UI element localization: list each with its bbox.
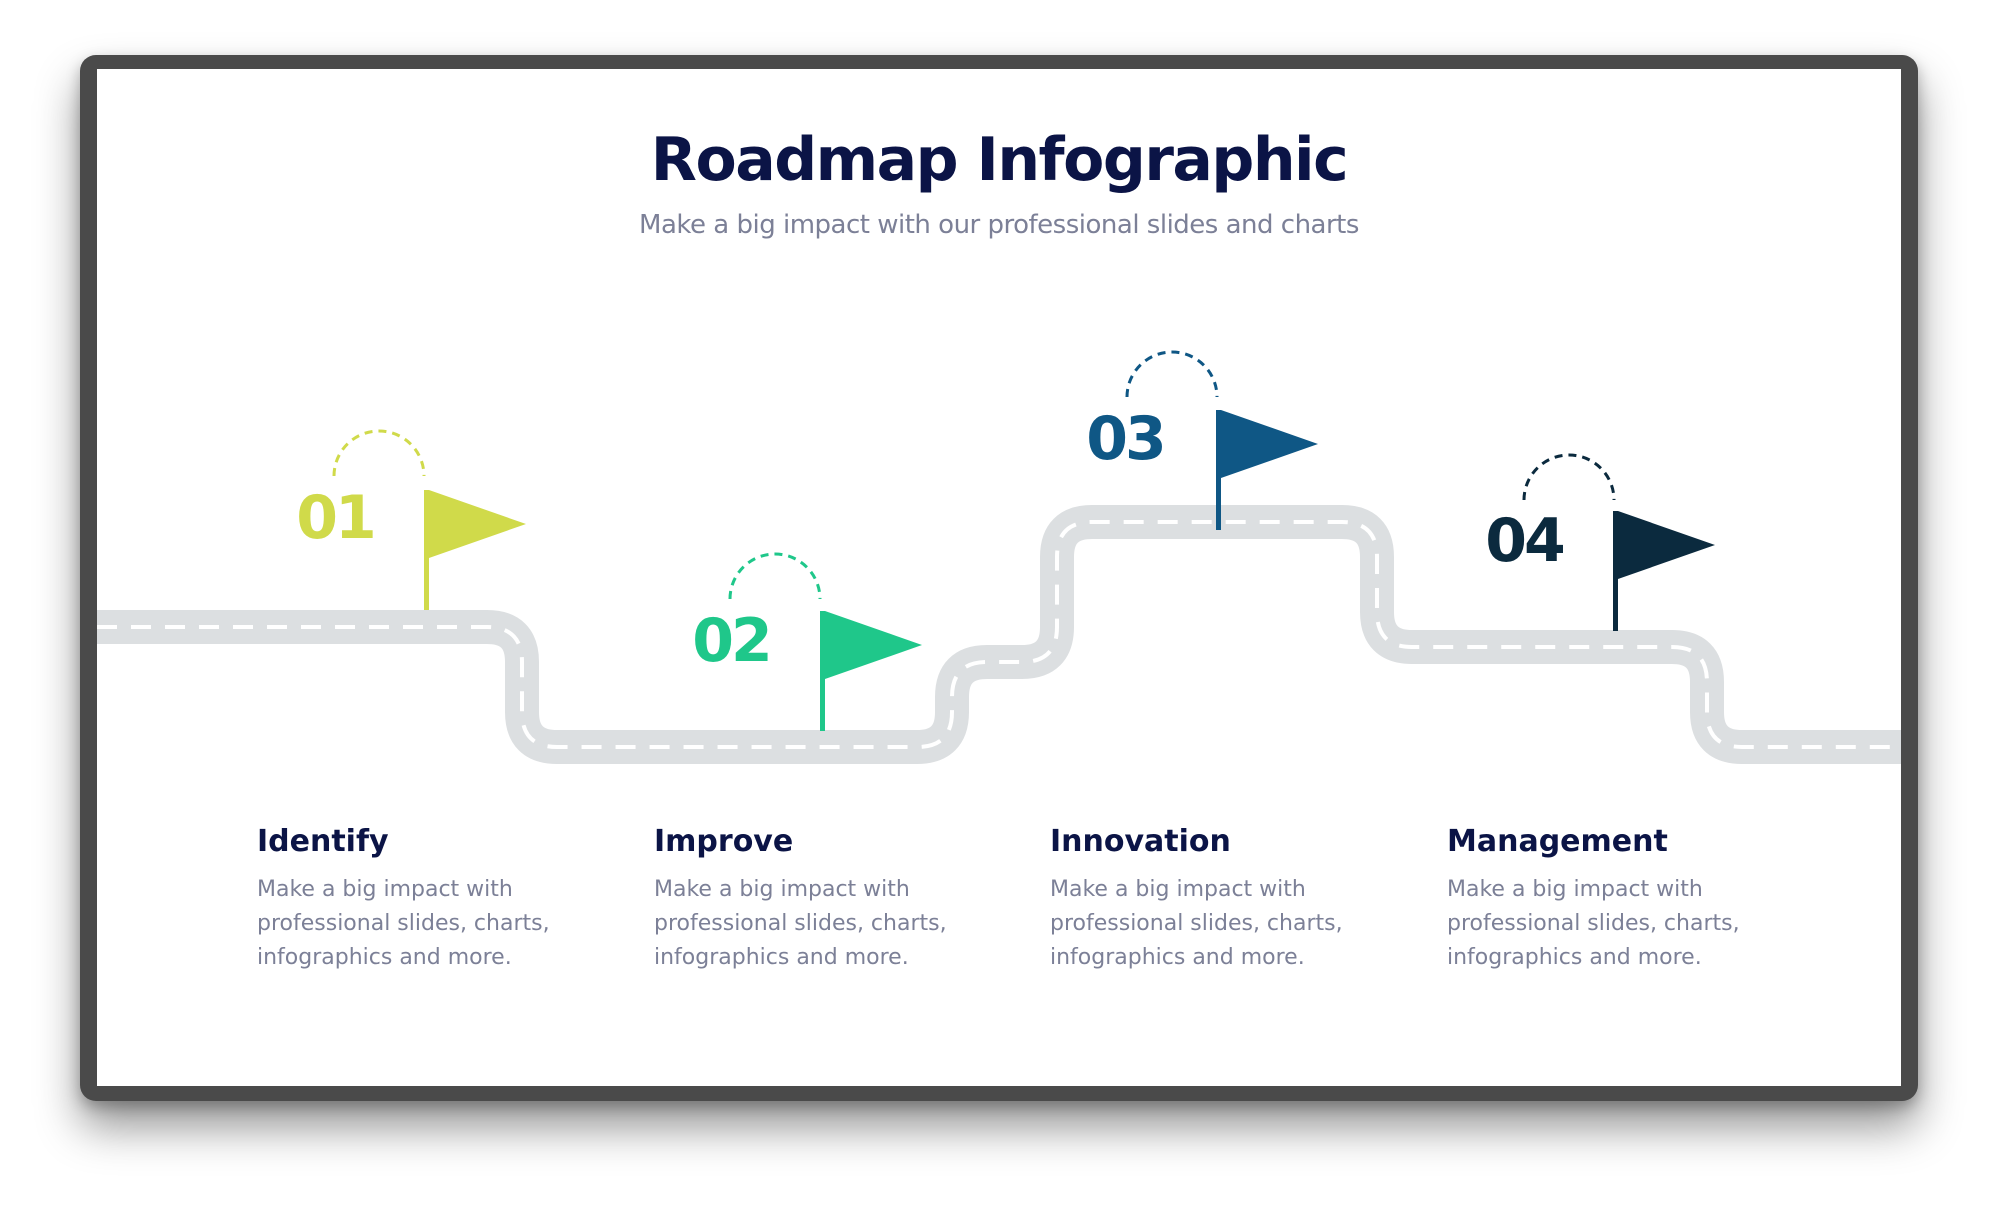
step-4-number: 04 (1485, 506, 1563, 576)
step-2-flag-icon (820, 611, 922, 731)
step-4-flag-icon (1613, 511, 1715, 631)
step-2-dashed-arc (728, 552, 822, 600)
step-3-description: Make a big impact with professional slid… (1050, 877, 1343, 970)
step-3-title: Innovation (1050, 824, 1231, 859)
step-1-dashed-arc (332, 429, 426, 477)
slide: Roadmap Infographic Make a big impact wi… (97, 69, 1901, 1086)
step-3-dashed-arc (1125, 350, 1219, 398)
step-4-title: Management (1447, 824, 1668, 859)
step-2-text: Improve Make a big impact with professio… (654, 824, 984, 975)
step-2-description: Make a big impact with professional slid… (654, 877, 947, 970)
step-1-description: Make a big impact with professional slid… (257, 877, 550, 970)
step-4-description: Make a big impact with professional slid… (1447, 877, 1740, 970)
step-2-marker: 02 (692, 552, 922, 731)
step-1-flag-icon (424, 490, 526, 610)
step-4-marker: 04 (1485, 453, 1715, 631)
roadmap-diagram: 01 02 03 04 (97, 350, 1901, 764)
step-4-text: Management Make a big impact with profes… (1447, 824, 1777, 975)
step-2-number: 02 (692, 606, 770, 676)
step-3-marker: 03 (1086, 350, 1318, 530)
step-1-title: Identify (257, 824, 389, 859)
step-4-dashed-arc (1522, 453, 1616, 501)
step-2-title: Improve (654, 824, 794, 859)
page-title: Roadmap Infographic (650, 125, 1349, 195)
step-3-text: Innovation Make a big impact with profes… (1050, 824, 1380, 975)
step-1-text: Identify Make a big impact with professi… (257, 824, 587, 975)
step-3-flag-icon (1216, 410, 1318, 530)
step-1-marker: 01 (296, 429, 526, 610)
step-1-number: 01 (296, 483, 374, 553)
step-3-number: 03 (1086, 404, 1164, 474)
road-lane-markings (97, 520, 1901, 749)
page-subtitle: Make a big impact with our professional … (639, 210, 1359, 240)
